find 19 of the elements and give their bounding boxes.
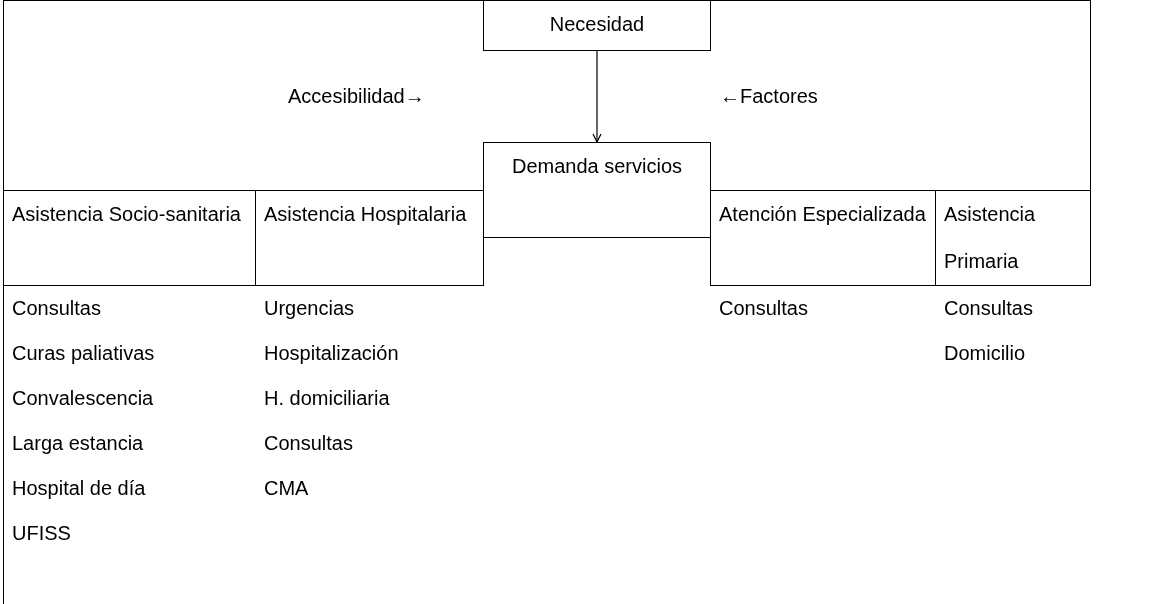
arrow [592, 50, 602, 143]
list-item: Consultas [944, 296, 1033, 321]
list-item: Consultas [719, 296, 808, 321]
factor-label: ←Factores [720, 84, 818, 109]
list-item: Larga estancia [12, 431, 144, 456]
list-item: Consultas [264, 431, 353, 456]
list-item: UFISS [12, 521, 71, 546]
list-item: Domicilio [944, 341, 1026, 366]
process-box: Demanda servicios [483, 142, 711, 238]
list-item: Curas paliativas [12, 341, 155, 366]
list-item: CMA [264, 476, 309, 501]
list-item: Urgencias [264, 296, 355, 321]
process-box: Necesidad [483, 0, 711, 51]
list-item: Convalescencia [12, 386, 154, 411]
factor-label: Accesibilidad→ [288, 84, 425, 109]
list-item: Hospitalización [264, 341, 399, 366]
list-item: Hospital de día [12, 476, 146, 501]
list-item: Consultas [12, 296, 101, 321]
list-item: H. domiciliaria [264, 386, 390, 411]
